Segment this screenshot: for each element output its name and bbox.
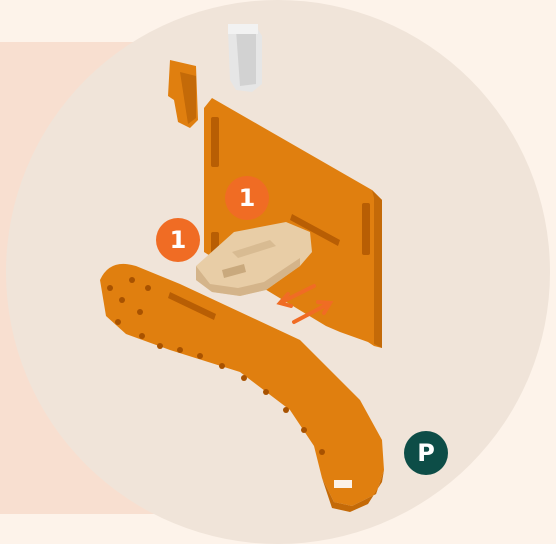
part-label: P [417,441,435,465]
step-number-badge: 1 [156,218,200,262]
step-number-label: 1 [239,186,256,210]
step-number-label: 1 [170,228,187,252]
white-clip-part [228,24,262,92]
step-number-badge: 1 [225,176,269,220]
part-label-badge: P [404,431,448,475]
